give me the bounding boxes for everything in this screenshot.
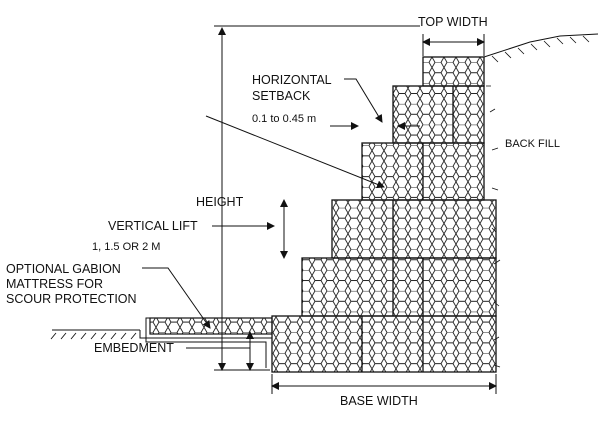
base-width-label: BASE WIDTH xyxy=(340,394,418,408)
gabion-mattress-label-1: OPTIONAL GABION xyxy=(6,262,121,276)
embedment-dimension xyxy=(186,331,254,371)
gabion-mattress-label-2: MATTRESS FOR xyxy=(6,277,103,291)
height-label: HEIGHT xyxy=(196,195,244,209)
gabion-tier-6 xyxy=(422,56,485,87)
horizontal-setback-label-2: SETBACK xyxy=(252,89,311,103)
gabion-tier-5 xyxy=(392,85,485,144)
gabion-wall xyxy=(271,56,497,373)
base-width-dimension xyxy=(271,374,497,394)
setback-arrows xyxy=(330,78,420,130)
mattress-leader xyxy=(142,267,211,329)
gabion-tier-1 xyxy=(271,315,497,373)
embedment-label: EMBEDMENT xyxy=(94,341,174,355)
horizontal-setback-label-1: HORIZONTAL xyxy=(252,73,332,87)
top-width-dimension xyxy=(422,34,485,56)
vertical-lift-label: VERTICAL LIFT xyxy=(108,219,198,233)
gabion-mattress-label-3: SCOUR PROTECTION xyxy=(6,292,137,306)
top-width-label: TOP WIDTH xyxy=(418,15,488,29)
vertical-lift-dimension xyxy=(212,199,288,259)
ground-left xyxy=(50,329,140,340)
height-dimension xyxy=(214,25,420,371)
backfill-slope xyxy=(483,33,599,368)
back-fill-label: BACK FILL xyxy=(505,138,560,150)
gabion-tier-2 xyxy=(301,257,497,317)
leader-line xyxy=(205,115,385,189)
vertical-lift-values: 1, 1.5 OR 2 M xyxy=(92,241,160,253)
gabion-tier-3 xyxy=(331,199,497,259)
setback-range-label: 0.1 to 0.45 m xyxy=(252,113,316,125)
